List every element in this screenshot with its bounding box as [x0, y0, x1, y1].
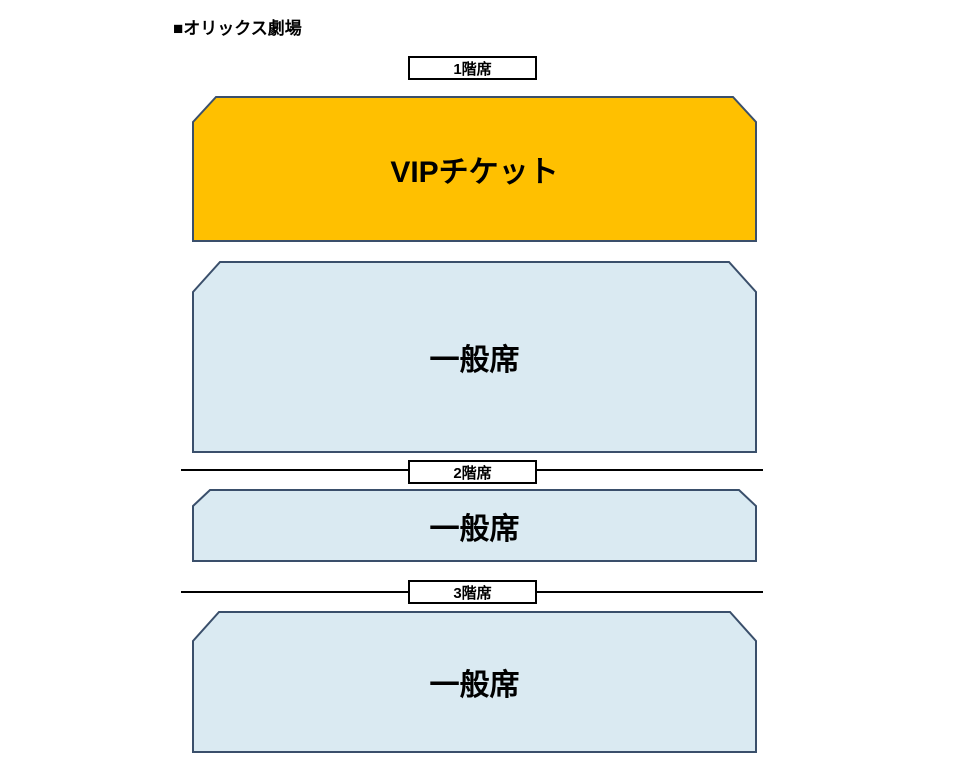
seat-section-general-1f[interactable]: 一般席: [192, 261, 757, 453]
general-1f-section-polygon: [192, 261, 757, 453]
page-title: ■オリックス劇場: [173, 19, 302, 38]
floor-label-3f: 3階席: [408, 580, 537, 604]
general-2f-section-polygon: [192, 489, 757, 562]
vip-section-polygon: [192, 96, 757, 242]
vip-section-shape: [192, 96, 757, 242]
floor-label-2f-text: 2階席: [453, 464, 492, 482]
general-3f-section-polygon: [192, 611, 757, 753]
floor-label-1f: 1階席: [408, 56, 537, 80]
seat-section-vip-1f[interactable]: VIPチケット: [192, 96, 757, 242]
seat-section-general-2f[interactable]: 一般席: [192, 489, 757, 562]
floor-label-3f-text: 3階席: [453, 584, 492, 602]
floor-label-2f: 2階席: [408, 460, 537, 484]
seat-section-general-3f[interactable]: 一般席: [192, 611, 757, 753]
general-2f-section-shape: [192, 489, 757, 562]
general-1f-section-shape: [192, 261, 757, 453]
general-3f-section-shape: [192, 611, 757, 753]
floor-label-1f-text: 1階席: [453, 60, 492, 78]
